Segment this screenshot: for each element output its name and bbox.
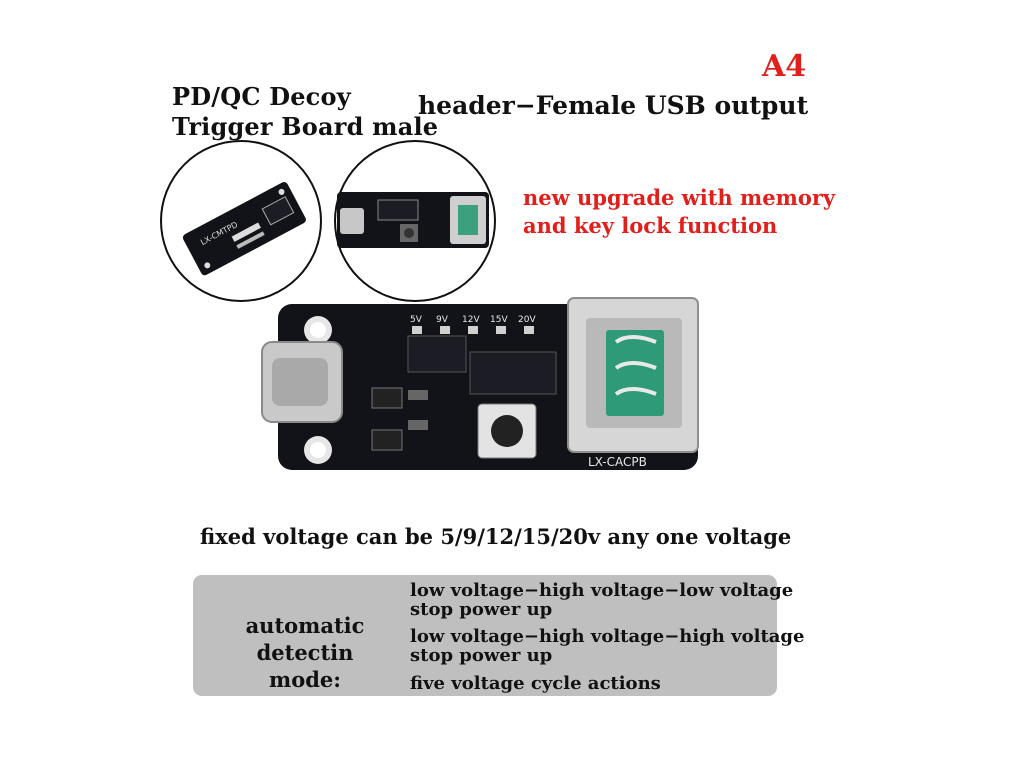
right-title: header−Female USB output [418,91,809,120]
voltage-label-20v: 20V [518,315,536,325]
mode-option-1-line2: stop power up [410,599,553,620]
board-model-label: LX-CACPB [588,455,647,469]
left-title-line1: PD/QC Decoy [172,82,351,111]
upgrade-callout: new upgrade with memory and key lock fun… [523,184,835,240]
voltage-label-9v: 9V [436,315,449,325]
mode-label-line1: automatic detectin [245,613,365,665]
mode-option-1: low voltage−high voltage−low voltage sto… [410,581,793,619]
variant-badge: A4 [762,49,807,84]
voltage-label-5v: 5V [410,315,423,325]
inset-right-circle [334,140,496,302]
mode-option-3: five voltage cycle actions [410,674,661,693]
voltage-label-12v: 12V [462,315,480,325]
mode-option-1-line1: low voltage−high voltage−low voltage [410,580,794,601]
mode-option-3-line1: five voltage cycle actions [410,673,661,694]
main-board: 5V 9V 12V 15V 20V LX-CACPB [261,297,699,470]
mode-option-2: low voltage−high voltage−high voltage st… [410,627,804,665]
inset-left-circle: LX-CMTPD [160,140,322,302]
upgrade-callout-line1: new upgrade with memory [523,185,836,210]
mode-option-2-line2: stop power up [410,645,553,666]
upgrade-callout-line2: and key lock function [523,213,778,238]
fixed-voltage-caption: fixed voltage can be 5/9/12/15/20v any o… [200,524,792,549]
mode-option-2-line1: low voltage−high voltage−high voltage [410,626,805,647]
left-title-line2: Trigger Board male [172,112,439,141]
voltage-label-15v: 15V [490,315,508,325]
mode-label: automatic detectin mode: [200,612,410,693]
mode-panel [193,575,777,696]
left-title: PD/QC Decoy Trigger Board male [172,82,438,142]
mode-label-line2: mode: [268,667,342,692]
